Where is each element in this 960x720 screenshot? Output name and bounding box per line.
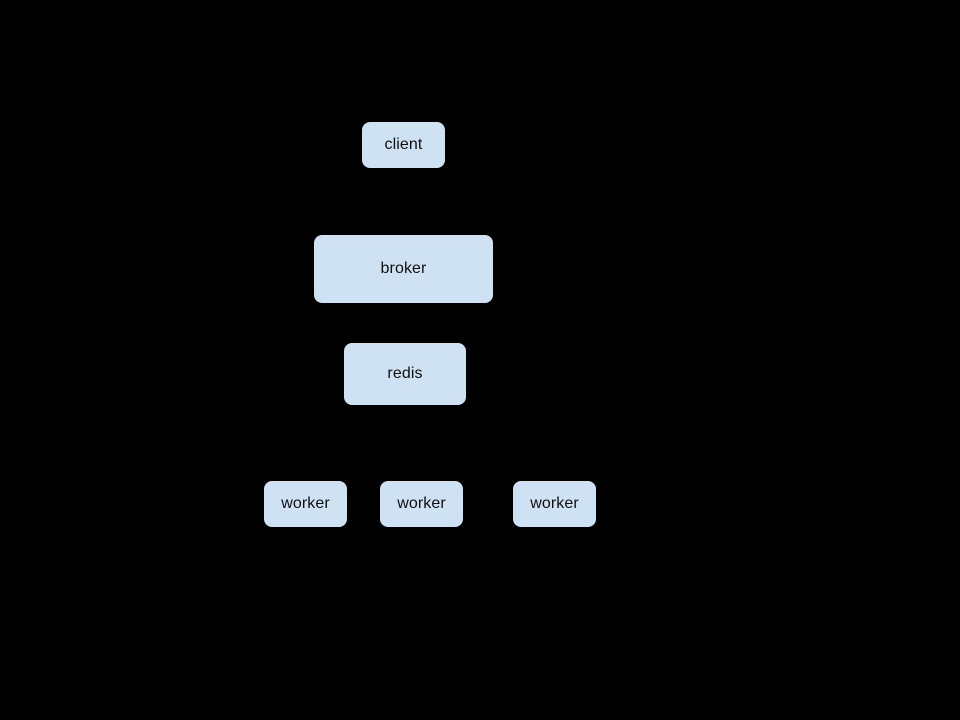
diagram-node-worker-2[interactable]: worker — [380, 481, 463, 527]
diagram-node-label: redis — [387, 365, 423, 382]
diagram-node-worker-1[interactable]: worker — [264, 481, 347, 527]
diagram-node-worker-3[interactable]: worker — [513, 481, 596, 527]
diagram-node-label: client — [384, 136, 423, 153]
diagram-node-label: worker — [397, 495, 446, 512]
diagram-node-broker[interactable]: broker — [314, 235, 493, 303]
diagram-node-client[interactable]: client — [362, 122, 445, 168]
diagram-node-label: worker — [530, 495, 579, 512]
diagram-node-label: worker — [281, 495, 330, 512]
diagram-node-label: broker — [380, 260, 427, 277]
diagram-node-redis[interactable]: redis — [344, 343, 466, 405]
